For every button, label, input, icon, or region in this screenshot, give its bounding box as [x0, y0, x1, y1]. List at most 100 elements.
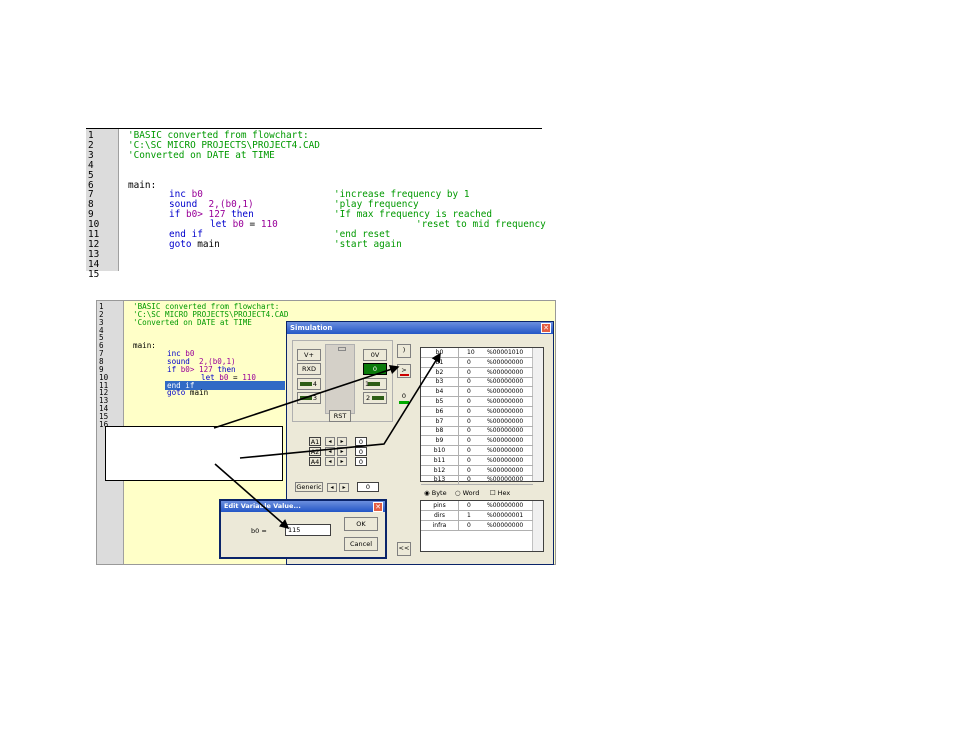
ok-button[interactable]: OK: [344, 517, 378, 531]
generic-increase-button[interactable]: ▸: [339, 483, 349, 492]
analog-increase-button[interactable]: ▸: [337, 437, 347, 446]
variable-label: b0 =: [251, 527, 267, 535]
simulation-title: Simulation: [290, 324, 333, 332]
line-number: 2: [99, 309, 104, 319]
reset-button[interactable]: RST: [329, 410, 351, 422]
code-text: 'BASIC converted from flowchart:: [133, 302, 280, 311]
line-number: 9: [88, 209, 94, 221]
code-line: 15: [86, 269, 542, 280]
code-line: 13: [86, 249, 542, 260]
toggle-button[interactable]: ): [397, 344, 411, 358]
generic-button[interactable]: Generic: [295, 482, 323, 492]
variable-value: 0: [467, 398, 471, 405]
code-line: 1'BASIC converted from flowchart:: [97, 302, 287, 311]
variable-value: 0: [467, 378, 471, 386]
scrollbar[interactable]: [532, 501, 543, 551]
line-number: 11: [88, 229, 100, 240]
generic-decrease-button[interactable]: ◂: [327, 483, 337, 492]
input3-button[interactable]: 3: [297, 392, 321, 404]
input2-button[interactable]: 2: [363, 392, 387, 404]
variable-value: 0: [467, 368, 471, 376]
variable-binary: %00000001: [487, 511, 524, 519]
line-number: 6: [99, 341, 104, 351]
variable-binary: %00000000: [487, 368, 524, 376]
word-radio[interactable]: ○ Word: [454, 489, 480, 497]
analog-decrease-button[interactable]: ◂: [325, 447, 335, 456]
variable-name: b4: [421, 387, 459, 398]
close-icon[interactable]: ✕: [541, 323, 551, 333]
collapse-button[interactable]: <<: [397, 542, 411, 556]
generic-value[interactable]: 0: [357, 482, 379, 492]
analog-decrease-button[interactable]: ◂: [325, 457, 335, 466]
code-line: 4: [86, 159, 542, 171]
output0-led: 0: [399, 392, 409, 404]
code-comment: 'end reset: [334, 229, 391, 240]
variable-binary: %00000000: [487, 417, 524, 425]
variable-name: b0: [421, 348, 459, 358]
variable-name: b11: [421, 455, 459, 466]
variable-binary: %00000000: [487, 437, 524, 445]
hex-checkbox[interactable]: ☐ Hex: [489, 489, 511, 497]
code-text: 'C:\SC MICRO PROJECTS\PROJECT4.CAD: [128, 139, 320, 151]
close-icon[interactable]: ✕: [373, 502, 383, 512]
code-editor-top: 1'BASIC converted from flowchart:2'C:\SC…: [86, 128, 546, 279]
code-line: 3'Converted on DATE at TIME: [86, 150, 542, 161]
variable-name: pins: [421, 501, 459, 511]
code-line: 13: [97, 396, 287, 405]
input0-indicator[interactable]: 0: [363, 363, 387, 375]
input1-button[interactable]: 1: [363, 378, 387, 390]
input4-button[interactable]: 4: [297, 378, 321, 390]
variable-binary: %00000000: [487, 358, 524, 366]
variable-name: b7: [421, 416, 459, 427]
byte-radio[interactable]: ◉ Byte: [424, 489, 447, 497]
variable-value: 0: [467, 358, 471, 366]
code-line: 14: [86, 259, 542, 270]
variable-name: dirs: [421, 510, 459, 521]
code-comment: 'reset to mid frequency: [416, 219, 546, 231]
code-comment: 'start again: [334, 238, 402, 250]
analog-label: A4: [309, 457, 321, 466]
variable-value: 0: [467, 447, 471, 454]
code-text: goto main: [167, 388, 209, 398]
analog-value[interactable]: 0: [355, 457, 367, 466]
variable-value: 0: [467, 437, 471, 445]
variable-binary: %00000000: [487, 502, 524, 509]
variable-binary: %00000000: [487, 456, 524, 464]
display-mode-options: ◉ Byte ○ Word ☐ Hex: [424, 489, 510, 497]
line-number: 4: [88, 159, 94, 171]
code-text: if b0> 127 then: [169, 209, 254, 221]
analog-value[interactable]: 0: [355, 437, 367, 446]
variable-binary: %00000000: [487, 407, 524, 415]
value-input[interactable]: 115: [285, 524, 331, 536]
analog-decrease-button[interactable]: ◂: [325, 437, 335, 446]
analog-increase-button[interactable]: ▸: [337, 457, 347, 466]
code-comment: 'increase frequency by 1: [334, 189, 470, 201]
line-number: 8: [88, 199, 94, 211]
variable-binary: %00000000: [487, 427, 524, 435]
analog-increase-button[interactable]: ▸: [337, 447, 347, 456]
step-button[interactable]: >: [397, 364, 411, 378]
scrollbar[interactable]: [532, 348, 543, 481]
analog-value[interactable]: 0: [355, 447, 367, 456]
cancel-button[interactable]: Cancel: [344, 537, 378, 551]
